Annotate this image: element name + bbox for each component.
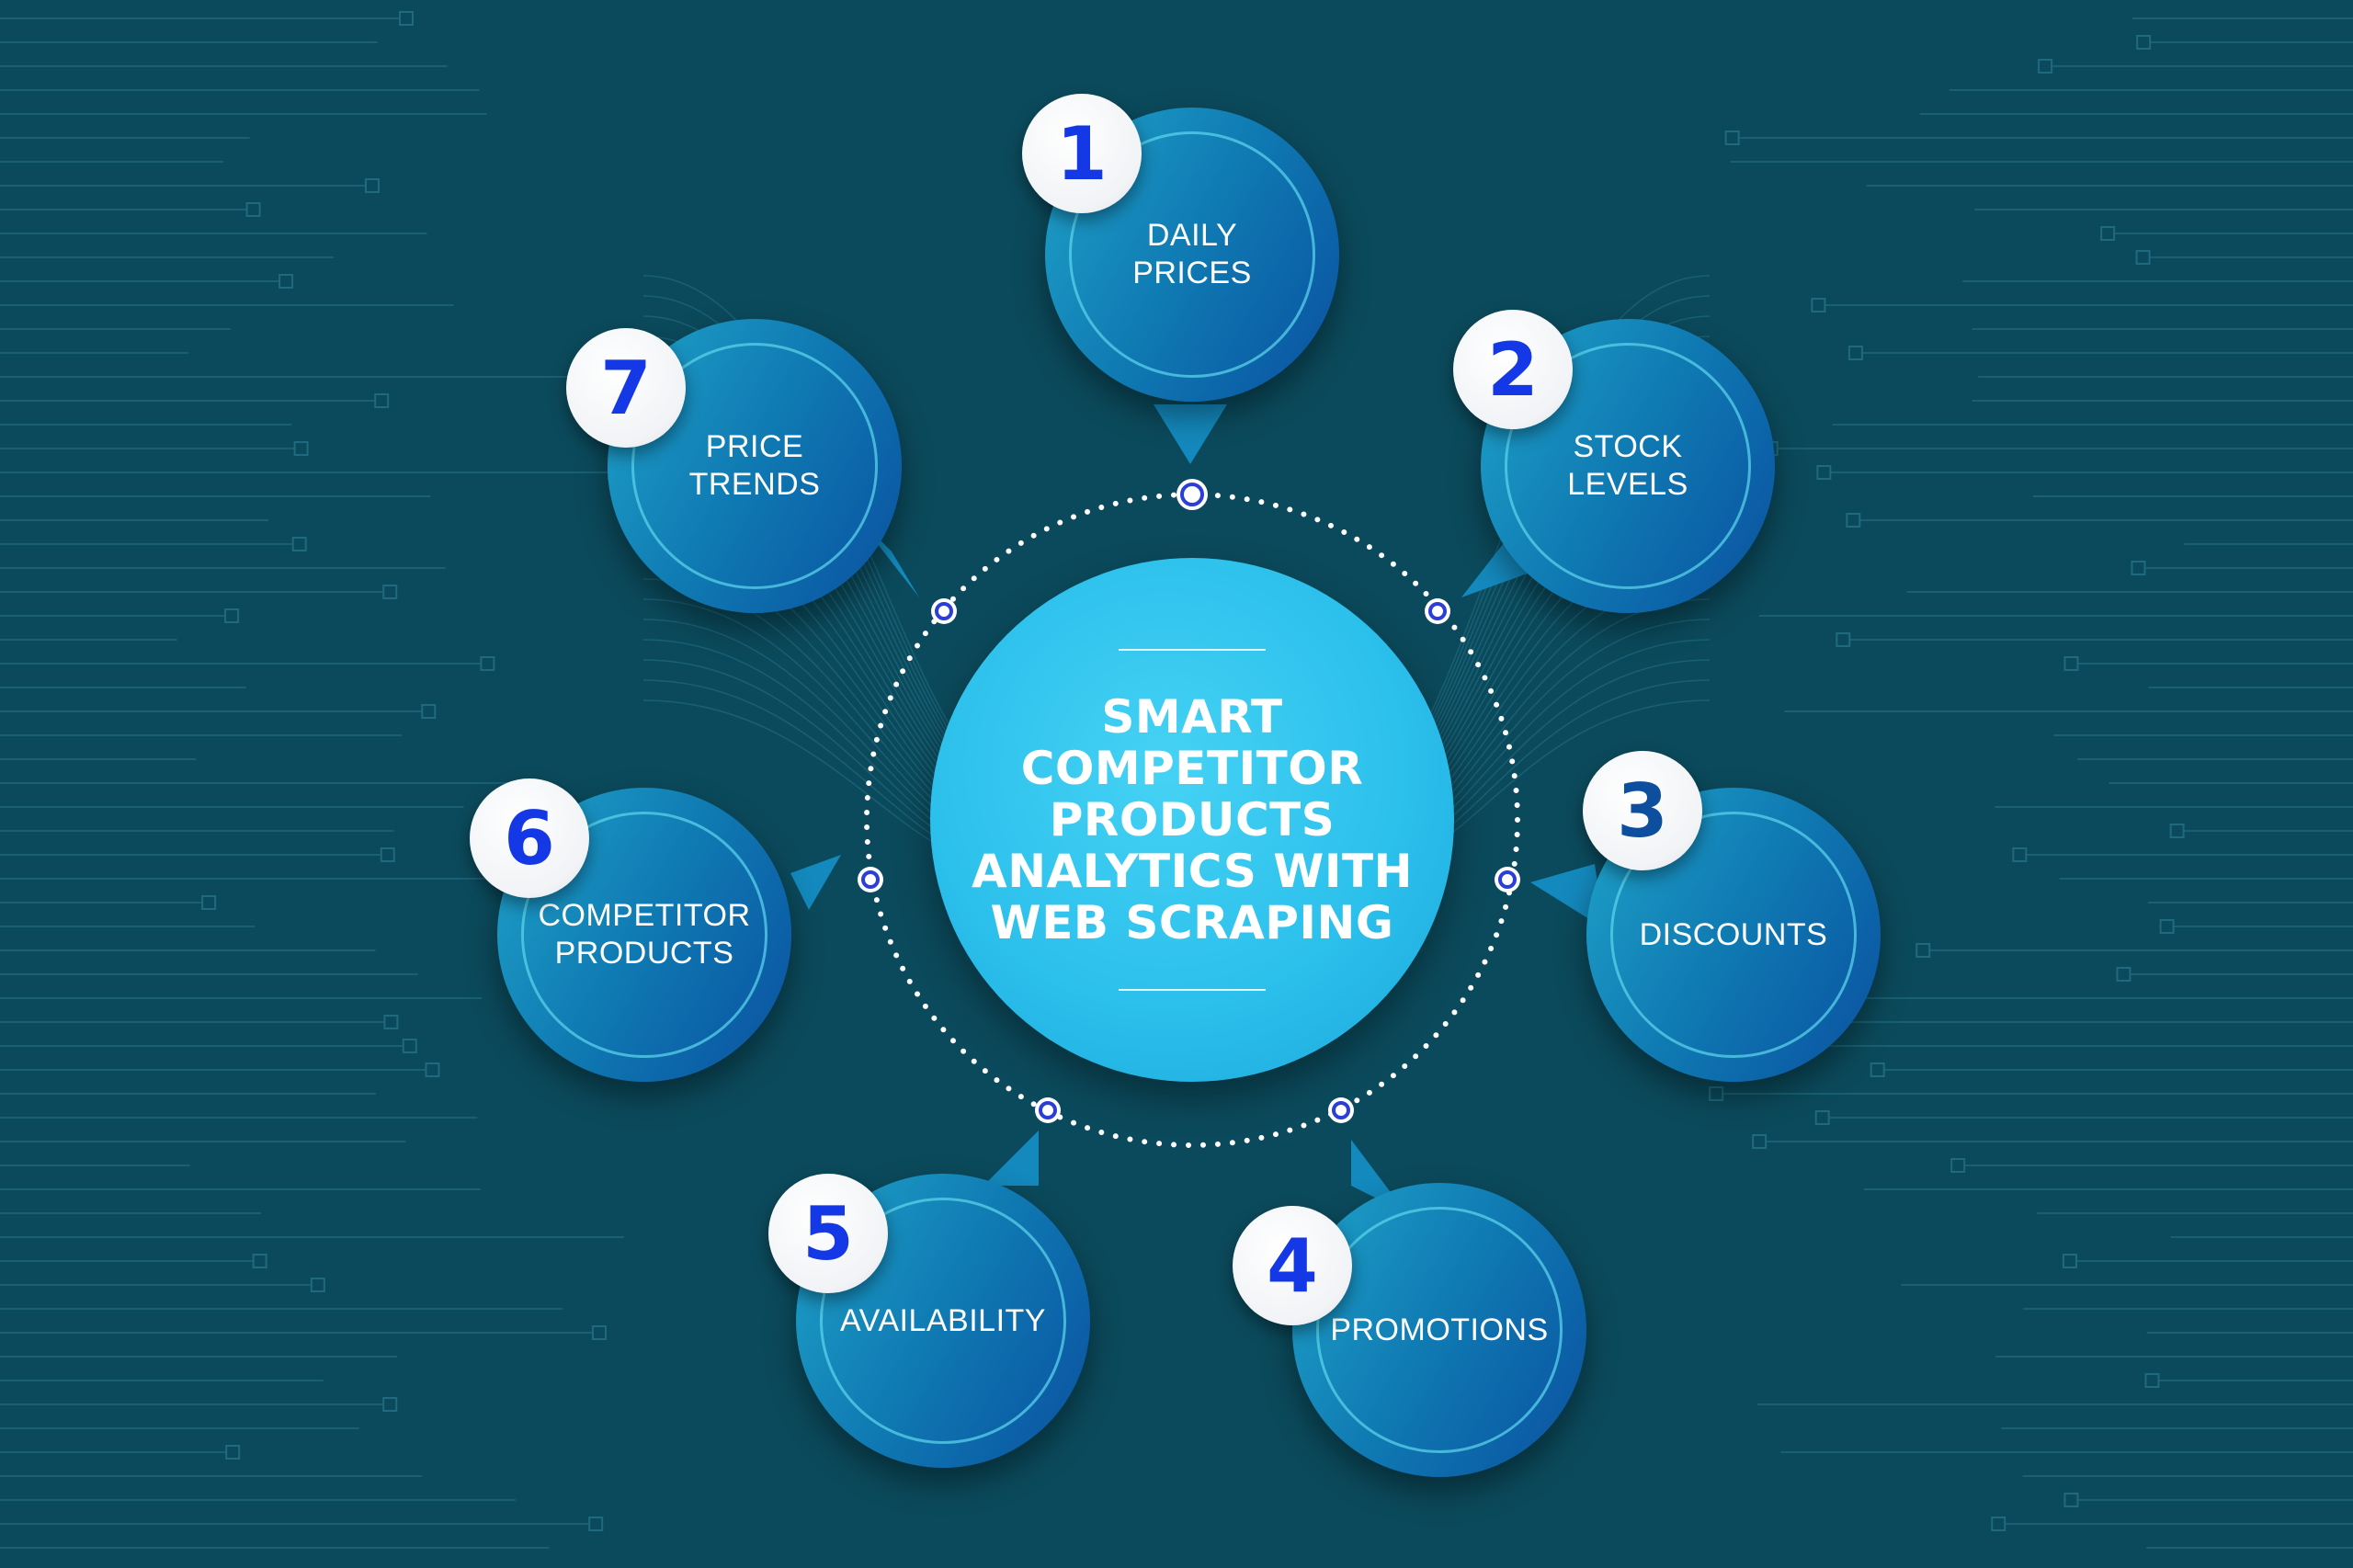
- orbit-node-ring: [1180, 483, 1204, 506]
- orbit-node-ring: [1332, 1101, 1350, 1119]
- circuit-node: [382, 1397, 398, 1412]
- bubble-label: DAILY PRICES: [1132, 218, 1252, 290]
- circuit-node: [380, 847, 395, 862]
- circuit-node: [1991, 1517, 2006, 1531]
- circuit-node: [291, 537, 307, 551]
- circuit-node: [2063, 1493, 2079, 1507]
- circuit-node: [1950, 1158, 1966, 1173]
- title-top-rule: [1119, 649, 1266, 651]
- bubble-label: STOCK LEVELS: [1567, 429, 1688, 502]
- circuit-node: [2063, 656, 2079, 671]
- number-badge-1: 1: [1022, 94, 1142, 213]
- orbit-node-ring: [861, 870, 880, 889]
- circuit-node: [1836, 632, 1851, 647]
- bubble-pointer: [1530, 864, 1604, 928]
- dotted-orbit: [864, 492, 1520, 1148]
- circuit-node: [310, 1278, 325, 1292]
- circuit-node: [2012, 847, 2028, 862]
- circuit-node: [2131, 561, 2146, 575]
- circuit-node: [383, 1015, 399, 1029]
- bubble-pointer: [1154, 404, 1227, 464]
- circuit-node: [2144, 1373, 2160, 1388]
- circuit-node: [480, 656, 495, 671]
- circuit-node: [1811, 298, 1826, 312]
- circuit-node: [1709, 1086, 1724, 1101]
- circuit-node: [2116, 967, 2131, 982]
- bubble-pointer: [790, 855, 841, 910]
- orbit-node-ring: [1428, 602, 1447, 620]
- orbit-node-ring: [935, 602, 953, 620]
- circuit-node: [252, 1254, 267, 1268]
- circuit-node: [225, 1445, 241, 1460]
- number-badge-4: 4: [1233, 1206, 1352, 1325]
- circuit-node: [1816, 465, 1832, 480]
- circuit-node: [2100, 226, 2116, 241]
- orbit-node-ring: [1039, 1101, 1057, 1119]
- circuit-node: [2136, 35, 2152, 50]
- circuit-node: [421, 704, 437, 719]
- bubble-label: PROMOTIONS: [1330, 1312, 1549, 1347]
- number-badge-2: 2: [1453, 310, 1573, 429]
- bubble-pointer: [983, 1131, 1039, 1186]
- bubble-label: AVAILABILITY: [840, 1302, 1046, 1338]
- circuit-node: [588, 1517, 604, 1531]
- circuit-node: [1752, 1134, 1768, 1149]
- bubble-competitor-products: COMPETITOR PRODUCTS: [497, 788, 791, 1082]
- circuit-node: [591, 1325, 607, 1340]
- circuit-node: [399, 11, 415, 26]
- circuit-node: [365, 178, 381, 193]
- circuit-node: [374, 393, 390, 408]
- circuit-node: [224, 608, 240, 623]
- circuit-node: [245, 202, 261, 217]
- number-badge-3: 3: [1583, 751, 1702, 870]
- bubble-daily-prices: DAILY PRICES: [1045, 108, 1339, 402]
- number-badge-7: 7: [566, 328, 686, 448]
- central-title: SMART COMPETITOR PRODUCTS ANALYTICS WITH…: [972, 690, 1413, 949]
- central-topic: SMART COMPETITOR PRODUCTS ANALYTICS WITH…: [930, 558, 1454, 1082]
- bubble-promotions: PROMOTIONS: [1292, 1183, 1586, 1477]
- circuit-node: [201, 895, 217, 910]
- circuit-node: [2159, 919, 2175, 934]
- number-badge-6: 6: [470, 778, 589, 898]
- bubble-label: DISCOUNTS: [1639, 916, 1828, 952]
- circuit-node: [1915, 943, 1931, 958]
- circuit-node: [2038, 59, 2053, 74]
- circuit-node: [1724, 131, 1740, 145]
- circuit-node: [2062, 1254, 2077, 1268]
- circuit-node: [1870, 1062, 1885, 1077]
- circuit-node: [1814, 1110, 1830, 1125]
- orbit-node-ring: [1498, 870, 1517, 889]
- number-badge-5: 5: [768, 1174, 888, 1293]
- bubble-label: PRICE TRENDS: [688, 429, 821, 502]
- circuit-node: [2169, 824, 2185, 838]
- bubble-label: COMPETITOR PRODUCTS: [538, 898, 751, 971]
- circuit-node: [1846, 513, 1861, 528]
- title-bottom-rule: [1119, 989, 1266, 991]
- circuit-node: [382, 585, 398, 599]
- circuit-node: [2135, 250, 2151, 265]
- circuit-node: [293, 441, 309, 456]
- circuit-node: [402, 1039, 417, 1053]
- circuit-node: [1847, 346, 1863, 360]
- circuit-node: [425, 1062, 440, 1077]
- circuit-node: [278, 274, 294, 289]
